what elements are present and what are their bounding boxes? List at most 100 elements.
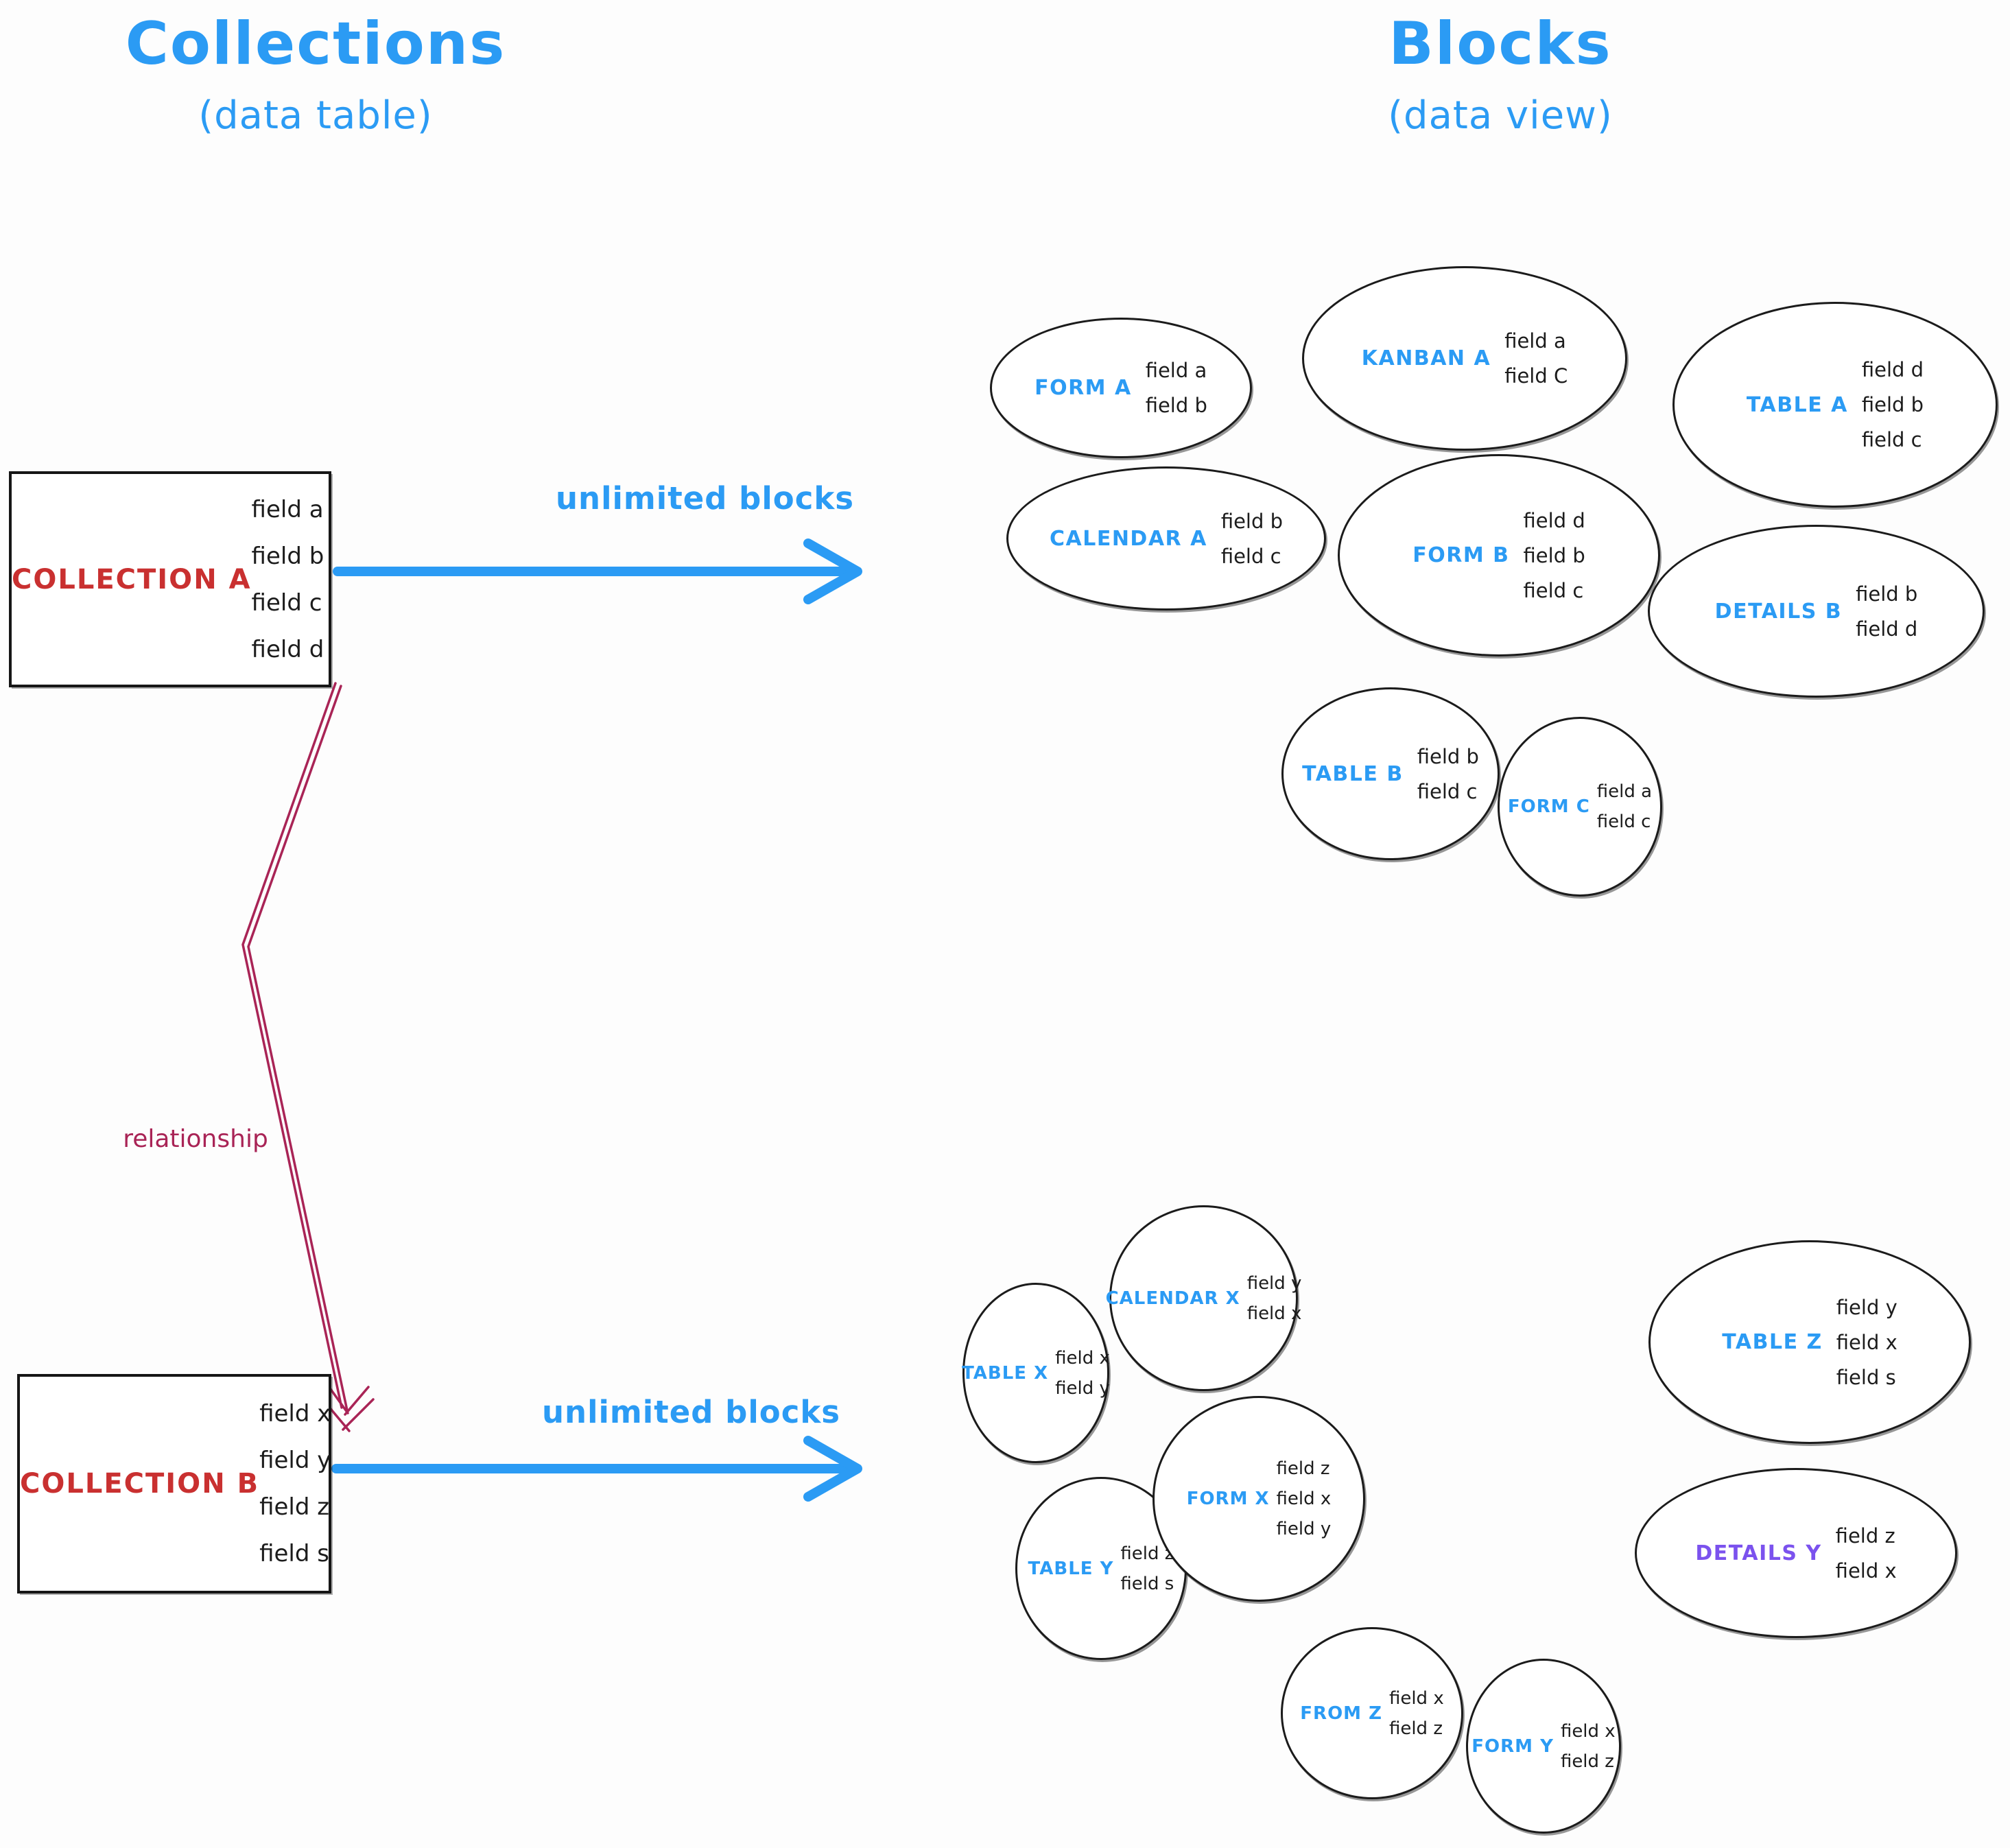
block-field: field z	[1560, 1751, 1614, 1772]
block-label: FORM C	[1507, 796, 1590, 817]
block-fields: field x field z	[1389, 1688, 1444, 1739]
collection-b-fields: field x field y field z field s	[259, 1400, 354, 1567]
block-field: field d	[1523, 508, 1585, 532]
block-field: field s	[1836, 1365, 1896, 1389]
block-field: field y	[1246, 1272, 1302, 1294]
block-field: field x	[1246, 1303, 1302, 1324]
collection-a-field: field d	[251, 635, 324, 663]
collection-b-field: field s	[259, 1540, 329, 1567]
block-field: field c	[1596, 812, 1651, 832]
block-field: field a	[1596, 781, 1653, 802]
block-fields: field d field b field c	[1524, 509, 1585, 602]
collection-b-field: field z	[259, 1493, 330, 1521]
block-field: field x	[1276, 1489, 1332, 1509]
block-fields: field y field x	[1247, 1273, 1302, 1324]
block-field: field a	[1504, 329, 1566, 353]
block-label: FORM B	[1412, 543, 1510, 567]
block-table-a: TABLE A field d field b field c	[1672, 302, 1998, 508]
collection-b-field: field x	[259, 1400, 331, 1428]
collection-b-name: COLLECTION B	[20, 1468, 260, 1500]
collection-a-name: COLLECTION A	[12, 563, 252, 595]
block-fields: field z field x field y	[1277, 1458, 1332, 1539]
block-field: field c	[1220, 544, 1281, 568]
block-label: TABLE B	[1302, 761, 1404, 786]
block-field: field y	[1836, 1295, 1897, 1319]
block-fields: field x field y	[1055, 1348, 1110, 1399]
block-field: field b	[1861, 393, 1924, 416]
block-from-z: FROM Z field x field z	[1281, 1627, 1463, 1799]
collection-b-box: COLLECTION B field x field y field z fie…	[17, 1374, 331, 1594]
block-kanban-a: KANBAN A field a field C	[1302, 266, 1627, 451]
collections-subtitle: (data table)	[198, 93, 433, 138]
block-form-a: FORM A field a field b	[990, 318, 1252, 458]
block-table-b: TABLE B field b field c	[1281, 687, 1500, 860]
block-field: field d	[1856, 617, 1918, 641]
block-label: TABLE Z	[1722, 1330, 1823, 1354]
block-field: field b	[1856, 582, 1918, 606]
block-field: field b	[1145, 394, 1207, 417]
blocks-title: Blocks	[1388, 10, 1612, 78]
block-form-x: FORM X field z field x field y	[1152, 1396, 1365, 1602]
block-fields: field b field d	[1856, 582, 1917, 641]
block-fields: field b field c	[1417, 745, 1479, 803]
unlimited-blocks-arrow-top	[333, 538, 862, 604]
block-field: field c	[1861, 428, 1922, 451]
block-label: FORM A	[1034, 376, 1132, 400]
block-field: field b	[1220, 509, 1284, 533]
block-fields: field a field C	[1504, 329, 1568, 388]
block-field: field x	[1388, 1687, 1444, 1709]
block-field: field c	[1523, 578, 1584, 602]
collections-header: Collections (data table)	[62, 10, 569, 138]
block-fields: field b field c	[1221, 510, 1283, 568]
block-details-b: DETAILS B field b field d	[1648, 525, 1985, 698]
block-label: FROM Z	[1300, 1703, 1382, 1724]
block-fields: field d field b field c	[1862, 358, 1924, 451]
block-fields: field z field s	[1120, 1543, 1174, 1594]
block-field: field a	[1145, 359, 1207, 382]
block-label: DETAILS B	[1714, 599, 1843, 624]
block-fields: field a field b	[1146, 359, 1207, 417]
block-label: CALENDAR X	[1105, 1288, 1240, 1309]
block-label: FORM Y	[1471, 1736, 1554, 1757]
block-field: field x	[1560, 1720, 1616, 1742]
block-field: field x	[1835, 1559, 1897, 1583]
block-label: TABLE Y	[1028, 1558, 1114, 1579]
collection-a-fields: field a field b field c field d	[252, 496, 348, 663]
block-fields: field y field x field s	[1836, 1296, 1897, 1389]
block-field: field x	[1836, 1330, 1897, 1354]
collection-a-field: field c	[251, 589, 322, 617]
block-label: DETAILS Y	[1695, 1541, 1822, 1565]
block-field: field c	[1417, 779, 1478, 803]
block-label: TABLE A	[1746, 392, 1848, 417]
block-field: field x	[1055, 1347, 1110, 1369]
collection-a-field: field a	[251, 495, 324, 523]
block-field: field C	[1504, 364, 1568, 388]
collection-a-box: COLLECTION A field a field b field c fie…	[9, 471, 331, 687]
block-field: field z	[1276, 1458, 1330, 1479]
blocks-subtitle: (data view)	[1388, 93, 1613, 138]
block-field: field y	[1055, 1377, 1110, 1399]
block-calendar-x: CALENDAR X field y field x	[1105, 1205, 1301, 1391]
collection-a-field: field b	[251, 542, 324, 570]
block-field: field z	[1388, 1718, 1443, 1739]
unlimited-blocks-label-bottom: unlimited blocks	[542, 1394, 841, 1430]
block-field: field z	[1835, 1524, 1895, 1548]
block-label: CALENDAR A	[1049, 526, 1207, 551]
collections-title: Collections	[125, 10, 506, 78]
block-form-c: FORM C field a field c	[1498, 717, 1662, 897]
block-fields: field z field x	[1836, 1524, 1897, 1583]
block-label: TABLE X	[962, 1362, 1049, 1384]
block-field: field s	[1120, 1573, 1174, 1594]
block-field: field y	[1276, 1519, 1332, 1539]
block-fields: field a field c	[1597, 781, 1652, 832]
block-fields: field x field z	[1561, 1721, 1616, 1772]
block-field: field b	[1523, 543, 1585, 567]
unlimited-blocks-arrow-bottom	[331, 1436, 862, 1502]
block-form-b: FORM B field d field b field c	[1338, 454, 1660, 656]
block-details-y: DETAILS Y field z field x	[1635, 1468, 1957, 1638]
block-table-z: TABLE Z field y field x field s	[1648, 1240, 1971, 1444]
relationship-label: relationship	[123, 1125, 268, 1153]
block-table-x: TABLE X field x field y	[962, 1283, 1110, 1463]
block-label: FORM X	[1186, 1489, 1270, 1509]
blocks-header: Blocks (data view)	[1246, 10, 1754, 138]
